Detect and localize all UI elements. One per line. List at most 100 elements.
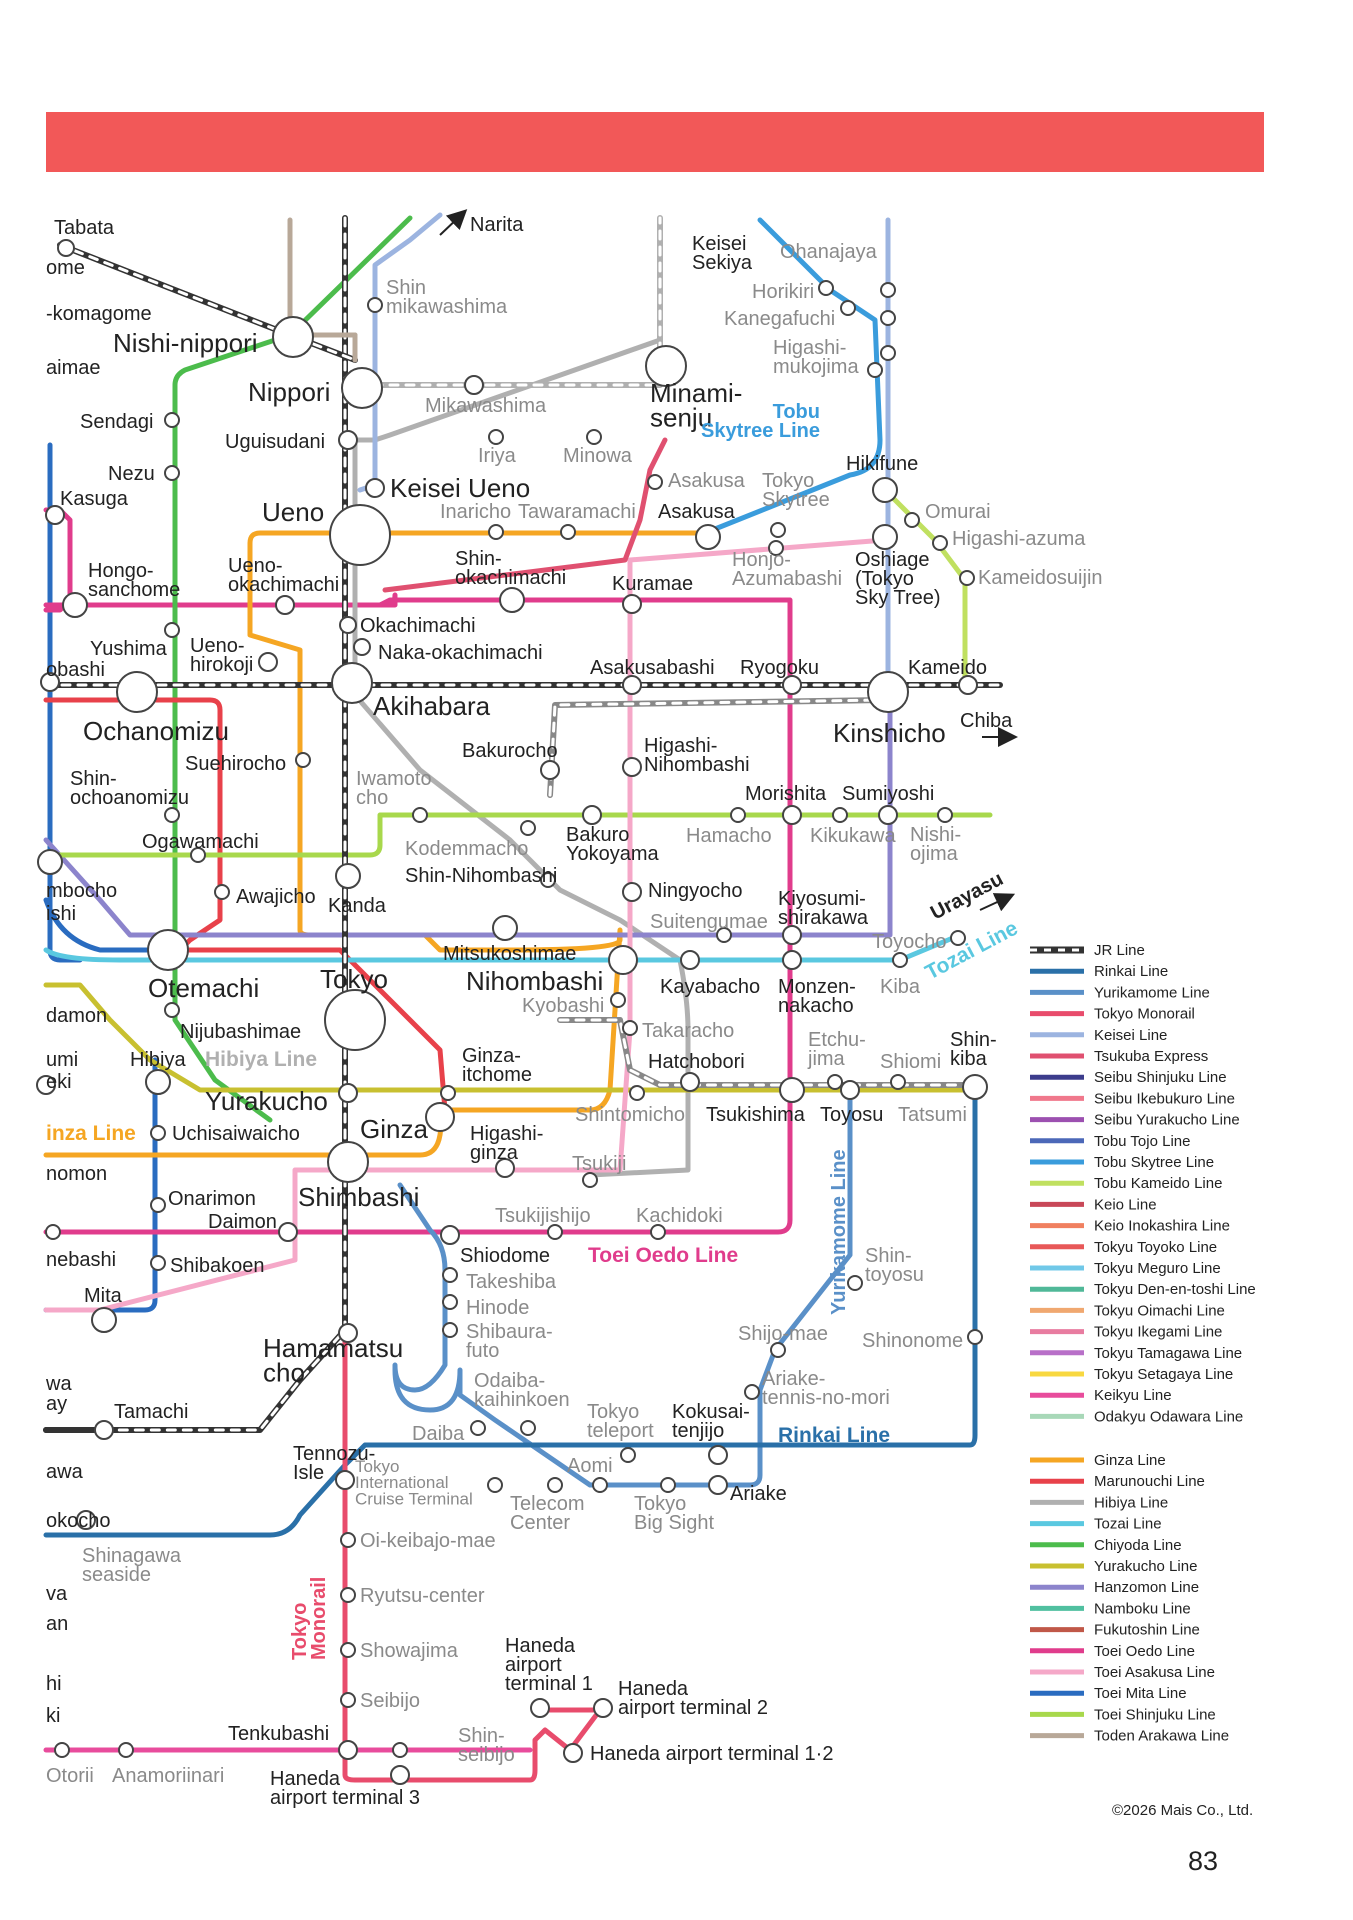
legend-label: Tozai Line bbox=[1094, 1516, 1162, 1533]
legend-label: Seibu Ikebukuro Line bbox=[1094, 1090, 1235, 1107]
label-inaricho: Inaricho bbox=[440, 501, 511, 523]
label-kinshicho: Kinshicho bbox=[833, 718, 946, 748]
station-kokusai-tenjijo bbox=[708, 1445, 728, 1465]
legend-item: Keikyu Line bbox=[1030, 1387, 1172, 1404]
station-showajima bbox=[340, 1642, 356, 1658]
station-ningyocho bbox=[622, 882, 642, 902]
label-obashi: obashi bbox=[46, 659, 105, 681]
station-kayabacho bbox=[680, 950, 700, 970]
legend-label: Tsukuba Express bbox=[1094, 1048, 1208, 1065]
label-otemachi: Otemachi bbox=[148, 973, 259, 1003]
station-akihabara bbox=[331, 662, 373, 704]
label-tatsumi: Tatsumi bbox=[898, 1104, 967, 1126]
hibiya-line bbox=[352, 337, 691, 1178]
station-nezu bbox=[164, 465, 180, 481]
station-ohanajaya bbox=[880, 310, 896, 326]
station-hamamatsucho bbox=[338, 1323, 358, 1343]
label-suehirocho: Suehirocho bbox=[185, 753, 286, 775]
mita-line-otemachi bbox=[43, 897, 168, 953]
label-higashi-azuma: Higashi-azuma bbox=[952, 528, 1086, 550]
station-ueno-hirokoji bbox=[258, 652, 278, 672]
station-iriya bbox=[488, 429, 504, 445]
label-daiba: Daiba bbox=[412, 1423, 465, 1445]
legend-item: Fukutoshin Line bbox=[1030, 1622, 1200, 1639]
label-shinonome: Shinonome bbox=[862, 1330, 963, 1352]
urayasu-arrow-icon bbox=[979, 893, 1016, 912]
label-minowa: Minowa bbox=[563, 445, 633, 467]
legend-item: Seibu Ikebukuro Line bbox=[1030, 1090, 1235, 1107]
yurakucho-line bbox=[43, 982, 968, 1093]
station-shintomicho bbox=[629, 1085, 645, 1101]
narita-arrow-icon bbox=[439, 209, 468, 236]
legend-item: Toden Arakawa Line bbox=[1030, 1728, 1229, 1745]
station-uguisudani bbox=[338, 430, 358, 450]
label-uchisaiwaicho: Uchisaiwaicho bbox=[172, 1123, 300, 1145]
legend-label: Tokyu Toyoko Line bbox=[1094, 1239, 1217, 1256]
legend-label: Keikyu Line bbox=[1094, 1387, 1172, 1404]
station-daiba bbox=[470, 1420, 486, 1436]
station-tabata bbox=[57, 239, 75, 257]
label-takeshiba: Takeshiba bbox=[466, 1271, 557, 1293]
station-ueno bbox=[329, 504, 391, 566]
station-kiyosumi-shirakawa bbox=[782, 925, 802, 945]
label-bakurocho: Bakurocho bbox=[462, 740, 558, 762]
station-asakusabashi bbox=[622, 675, 642, 695]
label-ki: ki bbox=[46, 1705, 60, 1727]
legend-label: Tokyu Setagaya Line bbox=[1094, 1366, 1233, 1383]
station-nebashi bbox=[45, 1224, 61, 1240]
label-asakusabashi: Asakusabashi bbox=[590, 657, 715, 679]
label-an: an bbox=[46, 1613, 68, 1635]
station-bakurocho bbox=[540, 760, 560, 780]
label-minami-senju: Minami-senju bbox=[650, 378, 742, 433]
legend-item: Toei Oedo Line bbox=[1030, 1643, 1195, 1660]
label-toyocho: Toyocho bbox=[872, 931, 947, 953]
label-kikukawa: Kikukawa bbox=[810, 825, 896, 847]
label-honjo: Honjo-Azumabashi bbox=[732, 549, 842, 590]
shinjuku-line bbox=[43, 812, 993, 858]
jr-line-keiyo-dash bbox=[558, 1018, 977, 1087]
legend-item: Tsukuba Express bbox=[1030, 1048, 1208, 1065]
label-shin-nihombashi: Shin-Nihombashi bbox=[405, 865, 557, 887]
label-ochanomizu: Ochanomizu bbox=[83, 716, 229, 746]
legend-item: Tobu Skytree Line bbox=[1030, 1154, 1214, 1171]
legend-item: Keisei Line bbox=[1030, 1027, 1167, 1044]
legend-item: Hibiya Line bbox=[1030, 1494, 1168, 1511]
legend-item: Keio Inokashira Line bbox=[1030, 1218, 1230, 1235]
label-ay: ay bbox=[46, 1393, 67, 1415]
station-higashi-ginza bbox=[495, 1158, 515, 1178]
station-shiomi bbox=[890, 1074, 906, 1090]
station-yurakucho bbox=[338, 1083, 358, 1103]
legend-item: Ginza Line bbox=[1030, 1452, 1166, 1469]
station-tennozu-isle bbox=[335, 1470, 355, 1490]
station-ryogoku bbox=[782, 675, 802, 695]
station-daimon bbox=[278, 1222, 298, 1242]
label-otorii: Otorii bbox=[46, 1765, 94, 1787]
station-suehirocho bbox=[295, 752, 311, 768]
label-toyosu: Toyosu bbox=[820, 1104, 883, 1126]
station-shimbashi bbox=[327, 1141, 369, 1183]
legend-item: Marunouchi Line bbox=[1030, 1473, 1205, 1490]
station-otorii bbox=[54, 1742, 70, 1758]
legend-label: Tokyu Meguro Line bbox=[1094, 1260, 1221, 1277]
station-hinode bbox=[442, 1294, 458, 1310]
label-mikawashima: Mikawashima bbox=[425, 395, 547, 417]
station-shin-nihombashi bbox=[540, 872, 556, 888]
legend-item: Tobu Kameido Line bbox=[1030, 1175, 1222, 1192]
label-ueno-hirokoji: Ueno-hirokoji bbox=[190, 635, 253, 676]
legend-label: Toden Arakawa Line bbox=[1094, 1728, 1229, 1745]
station-kanda bbox=[335, 863, 361, 889]
legend-label: Toei Oedo Line bbox=[1094, 1643, 1195, 1660]
station-shinonome bbox=[967, 1329, 983, 1345]
label-aomi: Aomi bbox=[567, 1455, 613, 1477]
label-hikifune: Hikifune bbox=[846, 453, 918, 475]
legend-item: Tokyo Monorail bbox=[1030, 1006, 1195, 1023]
tozai-line bbox=[43, 932, 963, 963]
label-nishi-nippori: Nishi-nippori bbox=[113, 328, 258, 358]
label-hinode: Hinode bbox=[466, 1297, 529, 1319]
label-kodemmacho: Kodemmacho bbox=[405, 838, 528, 860]
legend-label: Hibiya Line bbox=[1094, 1494, 1168, 1511]
